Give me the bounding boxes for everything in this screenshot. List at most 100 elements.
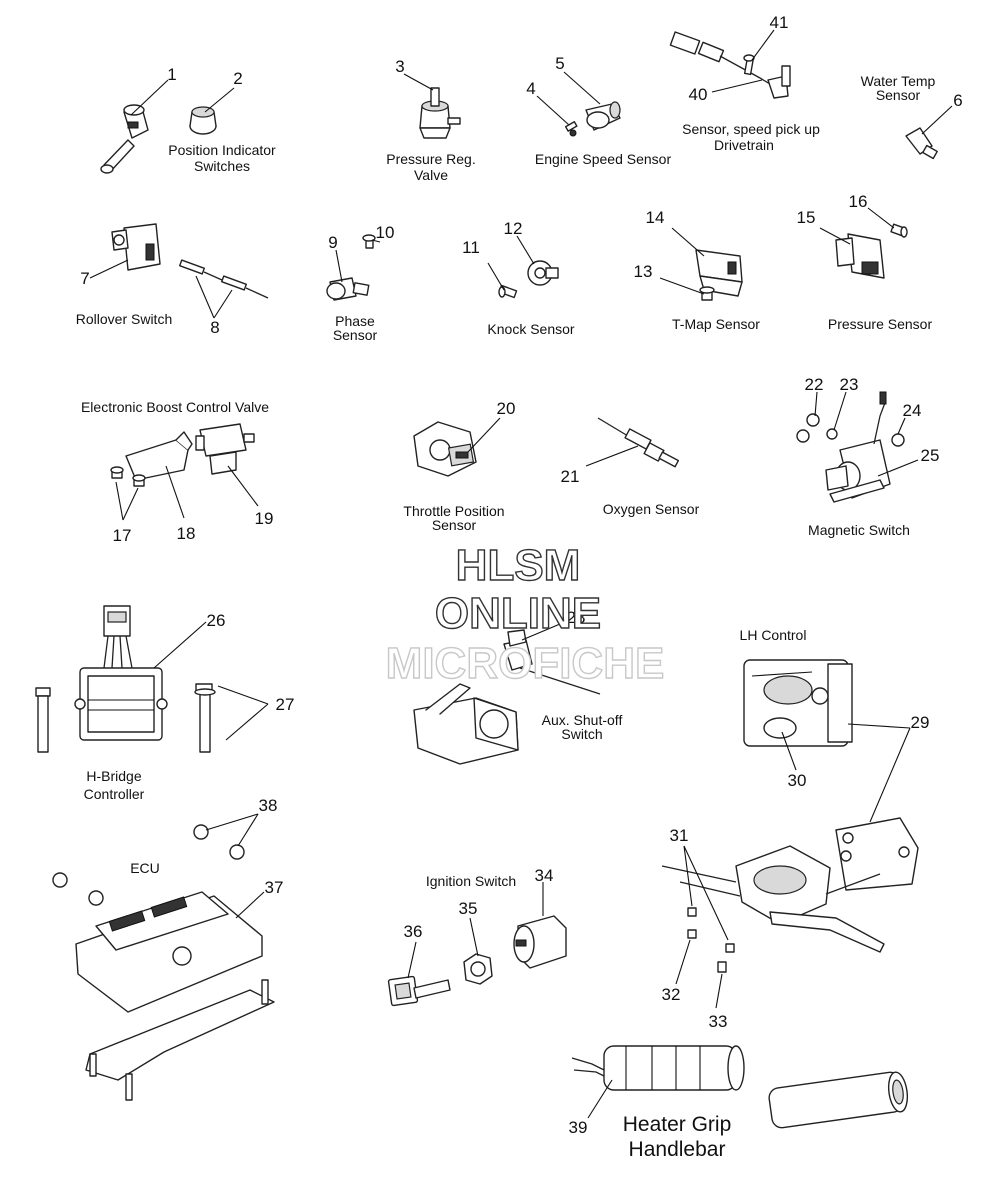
caption-speed-pickup-1: Sensor, speed pick up: [682, 121, 820, 137]
callout-4: 4: [526, 79, 535, 98]
caption-tmap: T-Map Sensor: [672, 316, 760, 332]
watermark-line-3: MICROFICHE: [386, 639, 665, 688]
callout-16: 16: [849, 192, 868, 211]
lh-control-assembly: [661, 817, 919, 953]
phase-screw: [362, 234, 376, 249]
rollover-screws: [178, 259, 269, 299]
aux-shutoff-switch: [413, 629, 601, 765]
caption-position-indicator-1: Position Indicator: [168, 142, 276, 158]
speed-pickup-screw: [743, 54, 755, 76]
watermark-line-2: ONLINE: [435, 589, 601, 638]
hbridge-bolts: [35, 683, 216, 753]
caption-boost-valve: Electronic Boost Control Valve: [81, 399, 269, 415]
callout-36: 36: [404, 922, 423, 941]
callout-29: 29: [911, 713, 930, 732]
heater-grip-left: [571, 1045, 745, 1091]
callout-20: 20: [497, 399, 516, 418]
callout-37: 37: [265, 878, 284, 897]
hbridge-controller: [74, 605, 168, 741]
callout-11: 11: [462, 238, 480, 257]
caption-aux-1: Aux. Shut-off: [542, 712, 623, 728]
caption-knock: Knock Sensor: [487, 321, 574, 337]
callout-18: 18: [177, 524, 196, 543]
caption-pressure-reg-1: Pressure Reg.: [386, 151, 475, 167]
magnetic-switch-nuts: [796, 413, 905, 447]
caption-heater-2: Handlebar: [629, 1138, 726, 1161]
caption-water-temp-1: Water Temp: [861, 73, 936, 89]
pressure-reg-valve: [419, 87, 461, 139]
callout-3: 3: [395, 57, 404, 76]
caption-phase-2: Sensor: [333, 327, 378, 343]
callout-31: 31: [670, 826, 689, 845]
callout-41: 41: [770, 13, 789, 32]
callout-40: 40: [689, 85, 708, 104]
callout-5: 5: [555, 54, 564, 73]
callout-23: 23: [840, 375, 859, 394]
callout-39: 39: [569, 1118, 588, 1137]
magnetic-switch: [825, 391, 891, 503]
caption-position-indicator-2: Switches: [194, 158, 250, 174]
phase-sensor: [326, 277, 370, 301]
watermark-line-1: HLSM: [456, 541, 581, 590]
water-temp-sensor: [905, 127, 938, 160]
tmap-screw: [699, 286, 715, 301]
callout-33: 33: [709, 1012, 728, 1031]
callout-8: 8: [210, 318, 219, 337]
callout-26: 26: [207, 611, 226, 630]
callout-7: 7: [80, 269, 89, 288]
knock-sensor: [527, 260, 559, 286]
callout-27: 27: [276, 695, 295, 714]
boost-valve-bracket: [125, 431, 193, 481]
callout-28: 28: [567, 608, 586, 627]
rollover-switch: [111, 223, 161, 271]
engine-speed-screw: [564, 121, 578, 137]
caption-rollover: Rollover Switch: [76, 311, 172, 327]
speed-pickup-sensor: [669, 31, 791, 99]
boost-valve-screws: [110, 466, 146, 487]
pressure-sensor-screw: [890, 223, 908, 238]
engine-speed-sensor: [585, 101, 621, 131]
caption-hbridge-2: Controller: [84, 786, 145, 802]
caption-lh-control: LH Control: [740, 627, 807, 643]
callout-22: 22: [805, 375, 824, 394]
callout-6: 6: [953, 91, 962, 110]
caption-throttle-1: Throttle Position: [403, 503, 504, 519]
callout-32: 32: [662, 985, 681, 1004]
callout-12: 12: [504, 219, 523, 238]
position-indicator-switch-2: [189, 106, 217, 135]
caption-ignition: Ignition Switch: [426, 873, 516, 889]
knock-bolt: [498, 284, 518, 299]
ignition-nut: [463, 953, 493, 985]
callout-13: 13: [634, 262, 653, 281]
oxygen-sensor: [597, 417, 680, 468]
callout-35: 35: [459, 899, 478, 918]
position-indicator-switch-1: [100, 104, 149, 174]
caption-speed-pickup-2: Drivetrain: [714, 137, 774, 153]
ecu-nuts: [52, 824, 245, 906]
ignition-switch-body: [513, 915, 567, 969]
caption-phase-1: Phase: [335, 313, 375, 329]
lh-control-housing: [743, 659, 853, 747]
callout-34: 34: [535, 866, 554, 885]
callout-19: 19: [255, 509, 274, 528]
caption-ecu: ECU: [130, 860, 160, 876]
callout-17: 17: [113, 526, 132, 545]
caption-aux-2: Switch: [561, 726, 602, 742]
callout-14: 14: [646, 208, 665, 227]
lh-control-screws: [687, 907, 735, 973]
callout-25: 25: [921, 446, 940, 465]
caption-throttle-2: Sensor: [432, 517, 477, 533]
callout-21: 21: [561, 467, 580, 486]
ecu-module: [75, 891, 275, 1101]
caption-pressure-reg-2: Valve: [414, 167, 448, 183]
callout-15: 15: [797, 208, 816, 227]
caption-engine-speed: Engine Speed Sensor: [535, 151, 672, 167]
caption-oxygen: Oxygen Sensor: [603, 501, 700, 517]
heater-grip-right: [768, 1071, 909, 1129]
callout-9: 9: [328, 233, 337, 252]
callout-24: 24: [903, 401, 922, 420]
ignition-key: [387, 975, 451, 1007]
caption-pressure-sensor: Pressure Sensor: [828, 316, 933, 332]
caption-magnetic: Magnetic Switch: [808, 522, 910, 538]
